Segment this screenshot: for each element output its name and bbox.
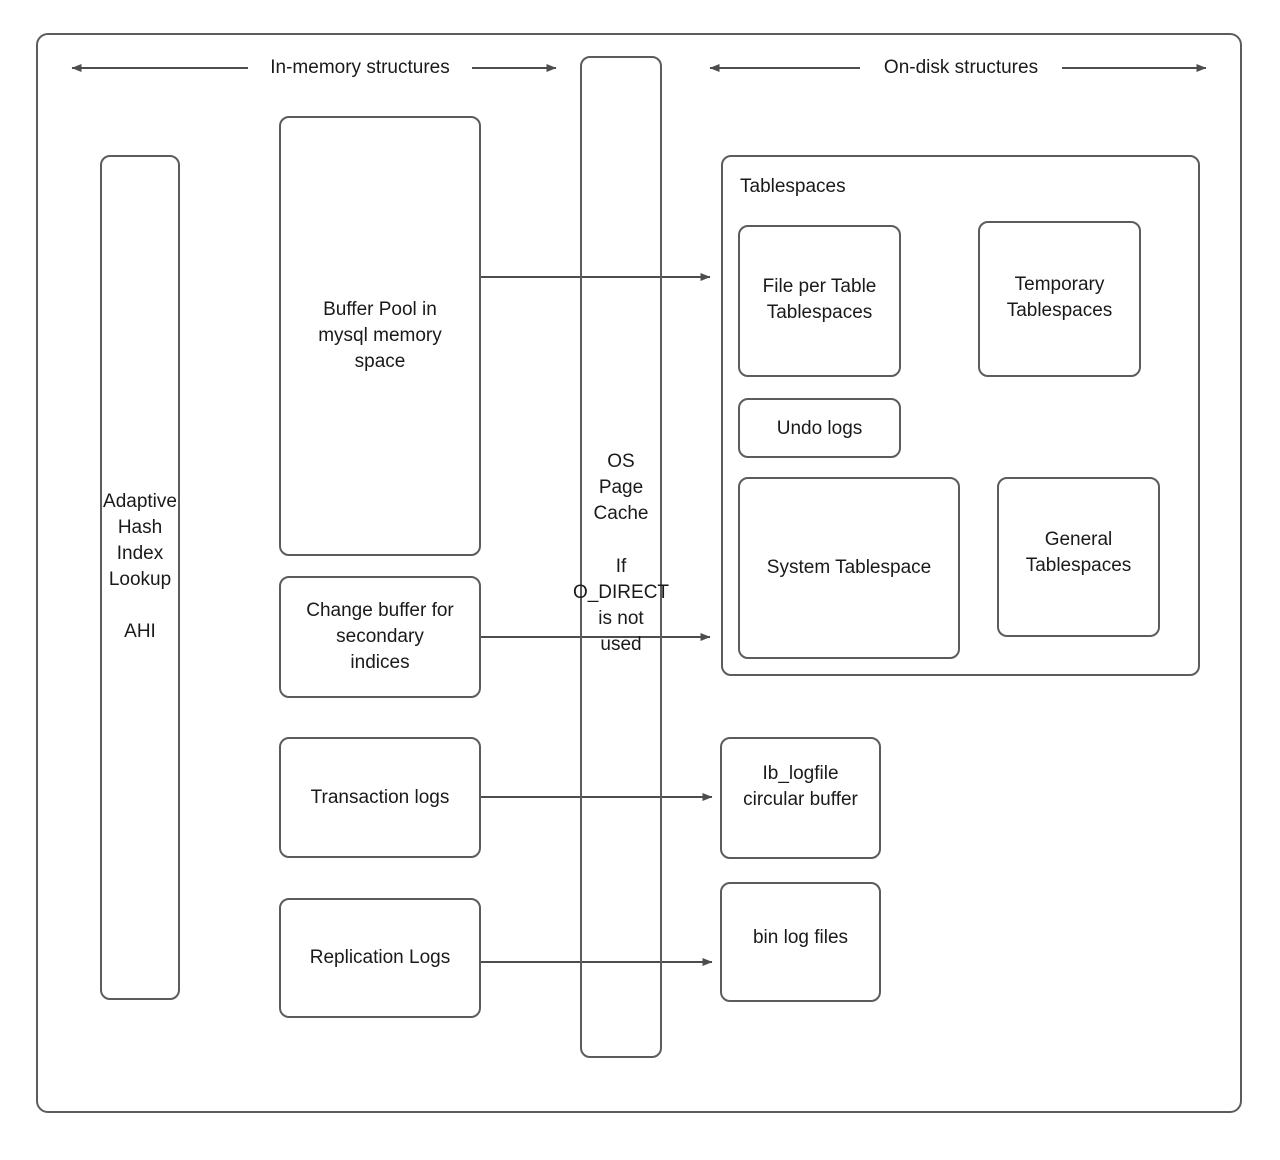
ib-logfile-box[interactable]: [720, 737, 881, 859]
bin-log-files-box[interactable]: [720, 882, 881, 1002]
os-page-cache-box[interactable]: [580, 56, 662, 1058]
change-buffer-box[interactable]: [279, 576, 481, 698]
temporary-tablespaces-box[interactable]: [978, 221, 1141, 377]
buffer-pool-box[interactable]: [279, 116, 481, 556]
undo-logs-box[interactable]: [738, 398, 901, 458]
file-per-table-tablespaces-box[interactable]: [738, 225, 901, 377]
header-label-on-disk: On-disk structures: [883, 57, 1039, 78]
system-tablespace-box[interactable]: [738, 477, 960, 659]
tablespaces-title: Tablespaces: [740, 176, 846, 197]
adaptive-hash-index-box[interactable]: [100, 155, 180, 1000]
header-label-in-memory: In-memory structures: [270, 57, 450, 78]
replication-logs-box[interactable]: [279, 898, 481, 1018]
transaction-logs-box[interactable]: [279, 737, 481, 858]
general-tablespaces-box[interactable]: [997, 477, 1160, 637]
